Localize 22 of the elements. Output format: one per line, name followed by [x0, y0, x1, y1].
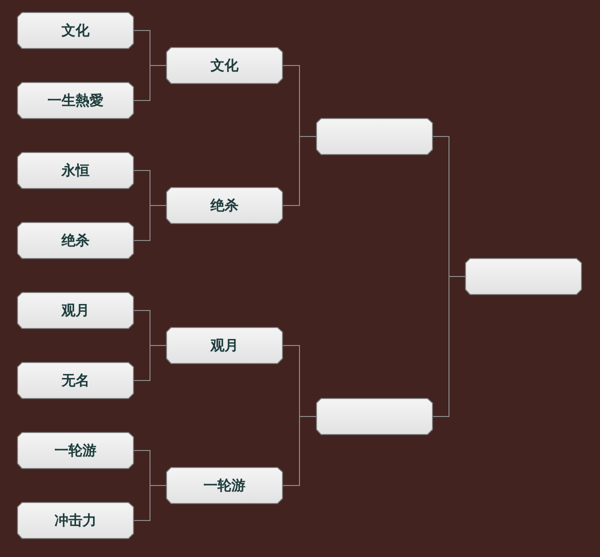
- bracket-line: [282, 416, 316, 486]
- team-box: 绝杀: [17, 222, 134, 259]
- team-box: 绝杀: [166, 187, 283, 224]
- team-box: 一轮游: [166, 467, 283, 504]
- team-box: 冲击力: [17, 502, 134, 539]
- empty-box: [316, 118, 433, 155]
- bracket-line: [134, 485, 166, 521]
- empty-box: [316, 398, 433, 435]
- team-box: 一轮游: [17, 432, 134, 469]
- bracket-line: [134, 205, 166, 241]
- bracket-line: [134, 65, 166, 101]
- bracket-line: [282, 136, 316, 206]
- bracket-line: [432, 276, 466, 417]
- empty-box: [465, 258, 582, 295]
- bracket-line: [134, 345, 166, 381]
- team-box: 一生熱愛: [17, 82, 134, 119]
- team-box: 文化: [166, 47, 283, 84]
- team-box: 文化: [17, 12, 134, 49]
- team-box: 观月: [166, 327, 283, 364]
- team-box: 观月: [17, 292, 134, 329]
- team-box: 永恒: [17, 152, 134, 189]
- team-box: 无名: [17, 362, 134, 399]
